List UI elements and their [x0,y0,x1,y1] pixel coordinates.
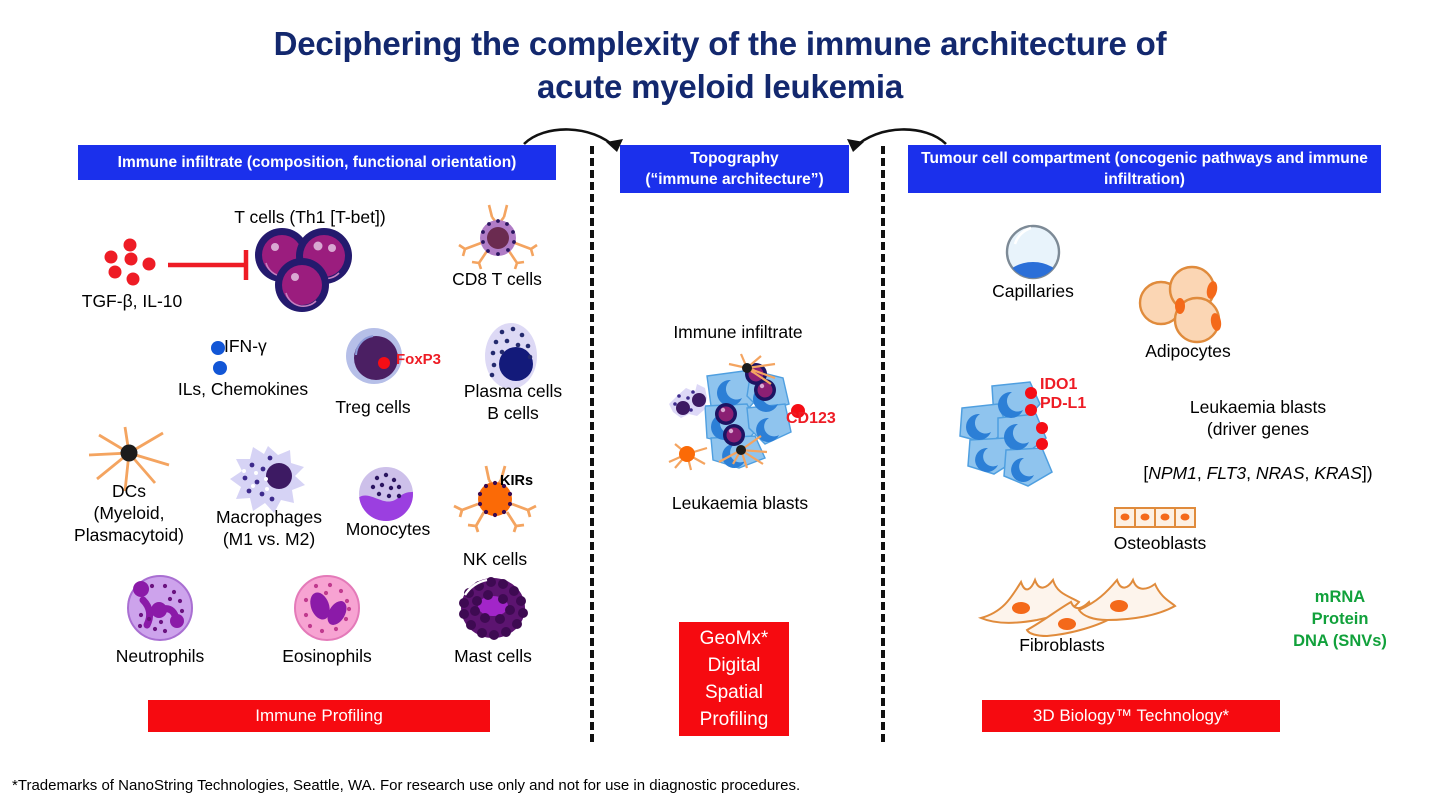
chip-geomx-line-3: Spatial [704,682,764,703]
header-topography: Topography (“immune architecture”) [620,145,849,193]
fibroblast-icon [975,572,1177,644]
label-leukaemia-blasts-right: Leukaemia blasts (driver genes [1189,397,1327,439]
driver-gene: NPM1 [1148,463,1197,483]
header-tumour-cell-compartment: Tumour cell compartment (oncogenic pathw… [908,145,1381,193]
adipocyte-icon [1133,265,1233,345]
label-ifn-gamma: IFN-γ [224,336,267,356]
chip-geomx-dsp[interactable]: GeoMx* Digital Spatial Profiling [679,622,789,736]
chip-immune-profiling[interactable]: Immune Profiling [148,700,490,732]
mast-cell-icon [455,573,531,643]
label-mast-cells: Mast cells [454,646,532,666]
label-immune-infiltrate: Immune infiltrate [673,322,803,342]
label-cd123: CD123 [786,410,836,427]
monocyte-icon [355,463,417,525]
label-foxp3: FoxP3 [396,351,442,368]
treg-cell-icon [343,325,405,387]
driver-gene: NRAS [1255,463,1305,483]
label-ils-chemokines: ILs, Chemokines [177,379,309,399]
label-osteoblasts: Osteoblasts [1113,533,1207,553]
label-dcs: DCs (Myeloid, Plasmacytoid) [74,481,184,545]
label-cd8-t-cells: CD8 T cells [452,269,542,289]
label-kirs: KIRs [500,473,534,489]
label-capillaries: Capillaries [992,281,1074,301]
chip-geomx-line-2: Digital [707,655,761,676]
topography-cluster-icon [655,352,825,492]
arrow-right-to-middle [840,122,950,172]
page-title-line-2: acute myeloid leukemia [536,68,904,105]
label-ido1: IDO1 [1040,376,1078,393]
dendritic-cell-icon [85,425,173,497]
arrow-left-to-middle [520,122,630,172]
footnote: *Trademarks of NanoString Technologies, … [12,777,801,794]
cytokine-dots-icon [100,238,170,288]
label-tgf-il10: TGF-β, IL-10 [81,291,183,311]
header-immune-infiltrate: Immune infiltrate (composition, function… [78,145,556,180]
chip-3d-biology-technology[interactable]: 3D Biology™ Technology* [982,700,1280,732]
osteoblast-icon [1113,505,1199,531]
label-readouts: mRNA Protein DNA (SNVs) [1293,588,1387,650]
t-cells-icon [250,225,360,315]
label-neutrophils: Neutrophils [115,646,205,666]
label-t-cells: T cells (Th1 [T-bet]) [234,207,386,227]
page-title-line-1: Deciphering the complexity of the immune… [273,25,1167,62]
divider-right [881,146,885,742]
label-plasma-b-cells: Plasma cells B cells [463,381,563,423]
label-monocytes: Monocytes [345,519,431,539]
label-eosinophils: Eosinophils [282,646,372,666]
driver-gene: FLT3 [1206,463,1247,483]
neutrophil-icon [125,573,195,643]
chip-geomx-line-4: Profiling [699,709,769,730]
label-adipocytes: Adipocytes [1145,341,1231,361]
page-title: Deciphering the complexity of the immune… [0,22,1440,108]
plasma-b-cell-icon [480,320,542,392]
label-fibroblasts: Fibroblasts [1019,635,1105,655]
macrophage-icon [228,443,308,519]
label-macrophages: Macrophages (M1 vs. M2) [215,507,323,549]
leukaemia-blast-cluster-icon [958,378,1078,496]
chip-geomx-line-1: GeoMx* [699,628,769,649]
label-treg-cells: Treg cells [335,397,411,417]
eosinophil-icon [292,573,362,643]
label-nk-cells: NK cells [462,549,528,569]
label-pdl1: PD-L1 [1040,395,1087,412]
inhibition-bar-icon [168,245,258,285]
driver-gene: KRAS [1314,463,1362,483]
interleukin-dots-icon [208,340,238,378]
label-leukaemia-blasts-middle: Leukaemia blasts [671,493,809,513]
divider-left [590,146,594,742]
label-driver-genes: [[NPM1, FLT3, NRAS, KRAS])NPM1, FLT3, NR… [1143,463,1373,483]
nk-cell-icon [450,462,540,536]
capillary-icon [1003,222,1063,282]
cd8-t-cell-icon [455,204,541,273]
